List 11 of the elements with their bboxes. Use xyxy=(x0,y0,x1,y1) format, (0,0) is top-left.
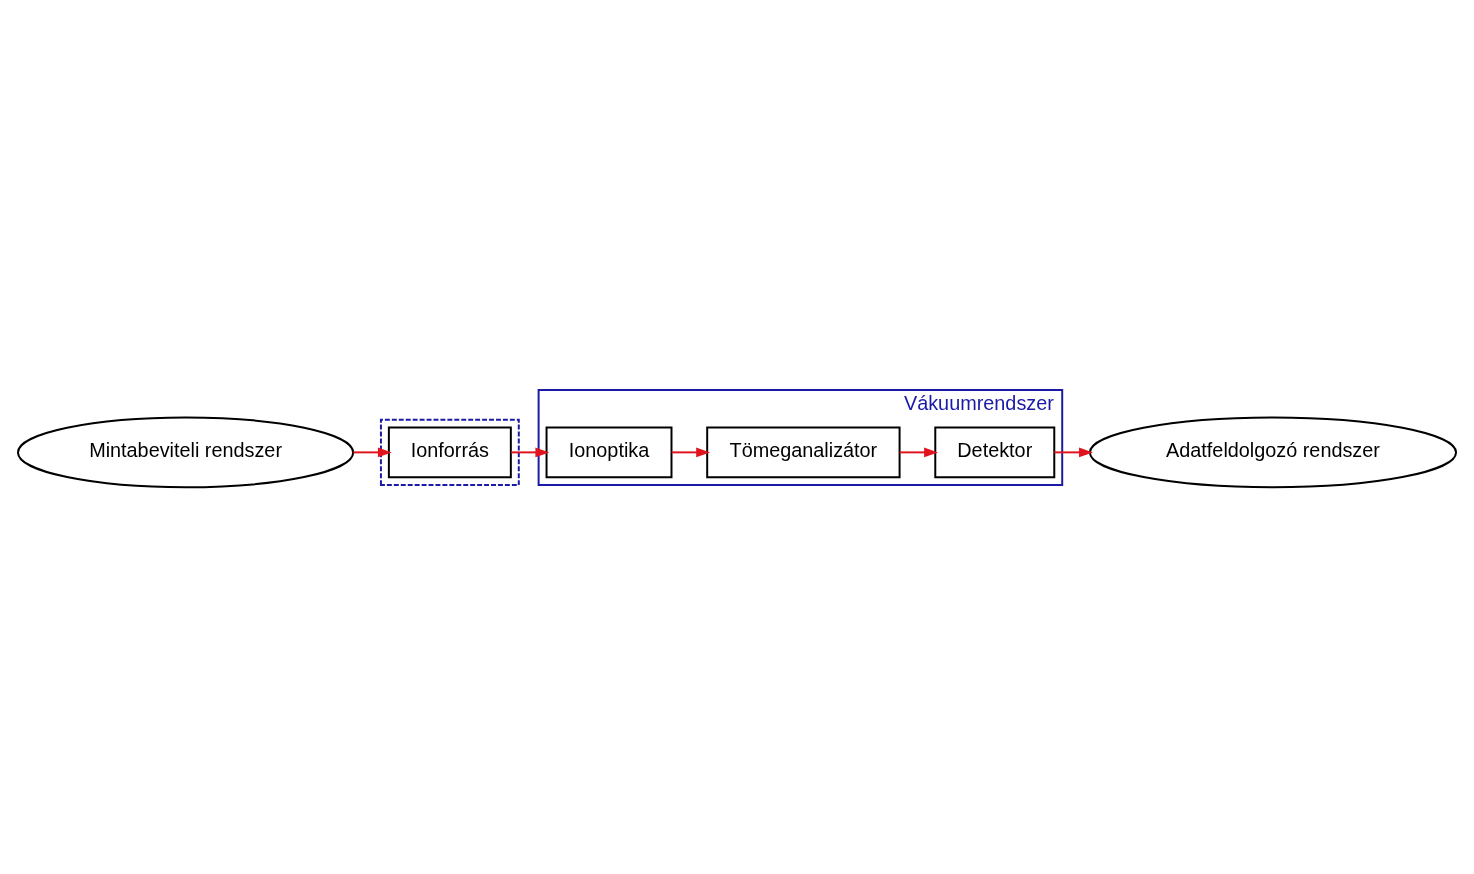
node-box: Ionoptika xyxy=(545,426,673,478)
node-ellipse: Mintabeviteli rendszer xyxy=(17,415,355,488)
arrow xyxy=(670,447,711,457)
arrow xyxy=(510,447,550,457)
node-ellipse: Adatfeldolgozó rendszer xyxy=(1088,415,1458,488)
node-box: Ionforrás xyxy=(387,426,512,478)
arrow xyxy=(898,447,938,457)
node-box: Tömeganalizátor xyxy=(706,426,901,478)
node-box: Detektor xyxy=(934,426,1056,478)
arrow xyxy=(352,447,392,457)
arrow xyxy=(1053,447,1093,457)
